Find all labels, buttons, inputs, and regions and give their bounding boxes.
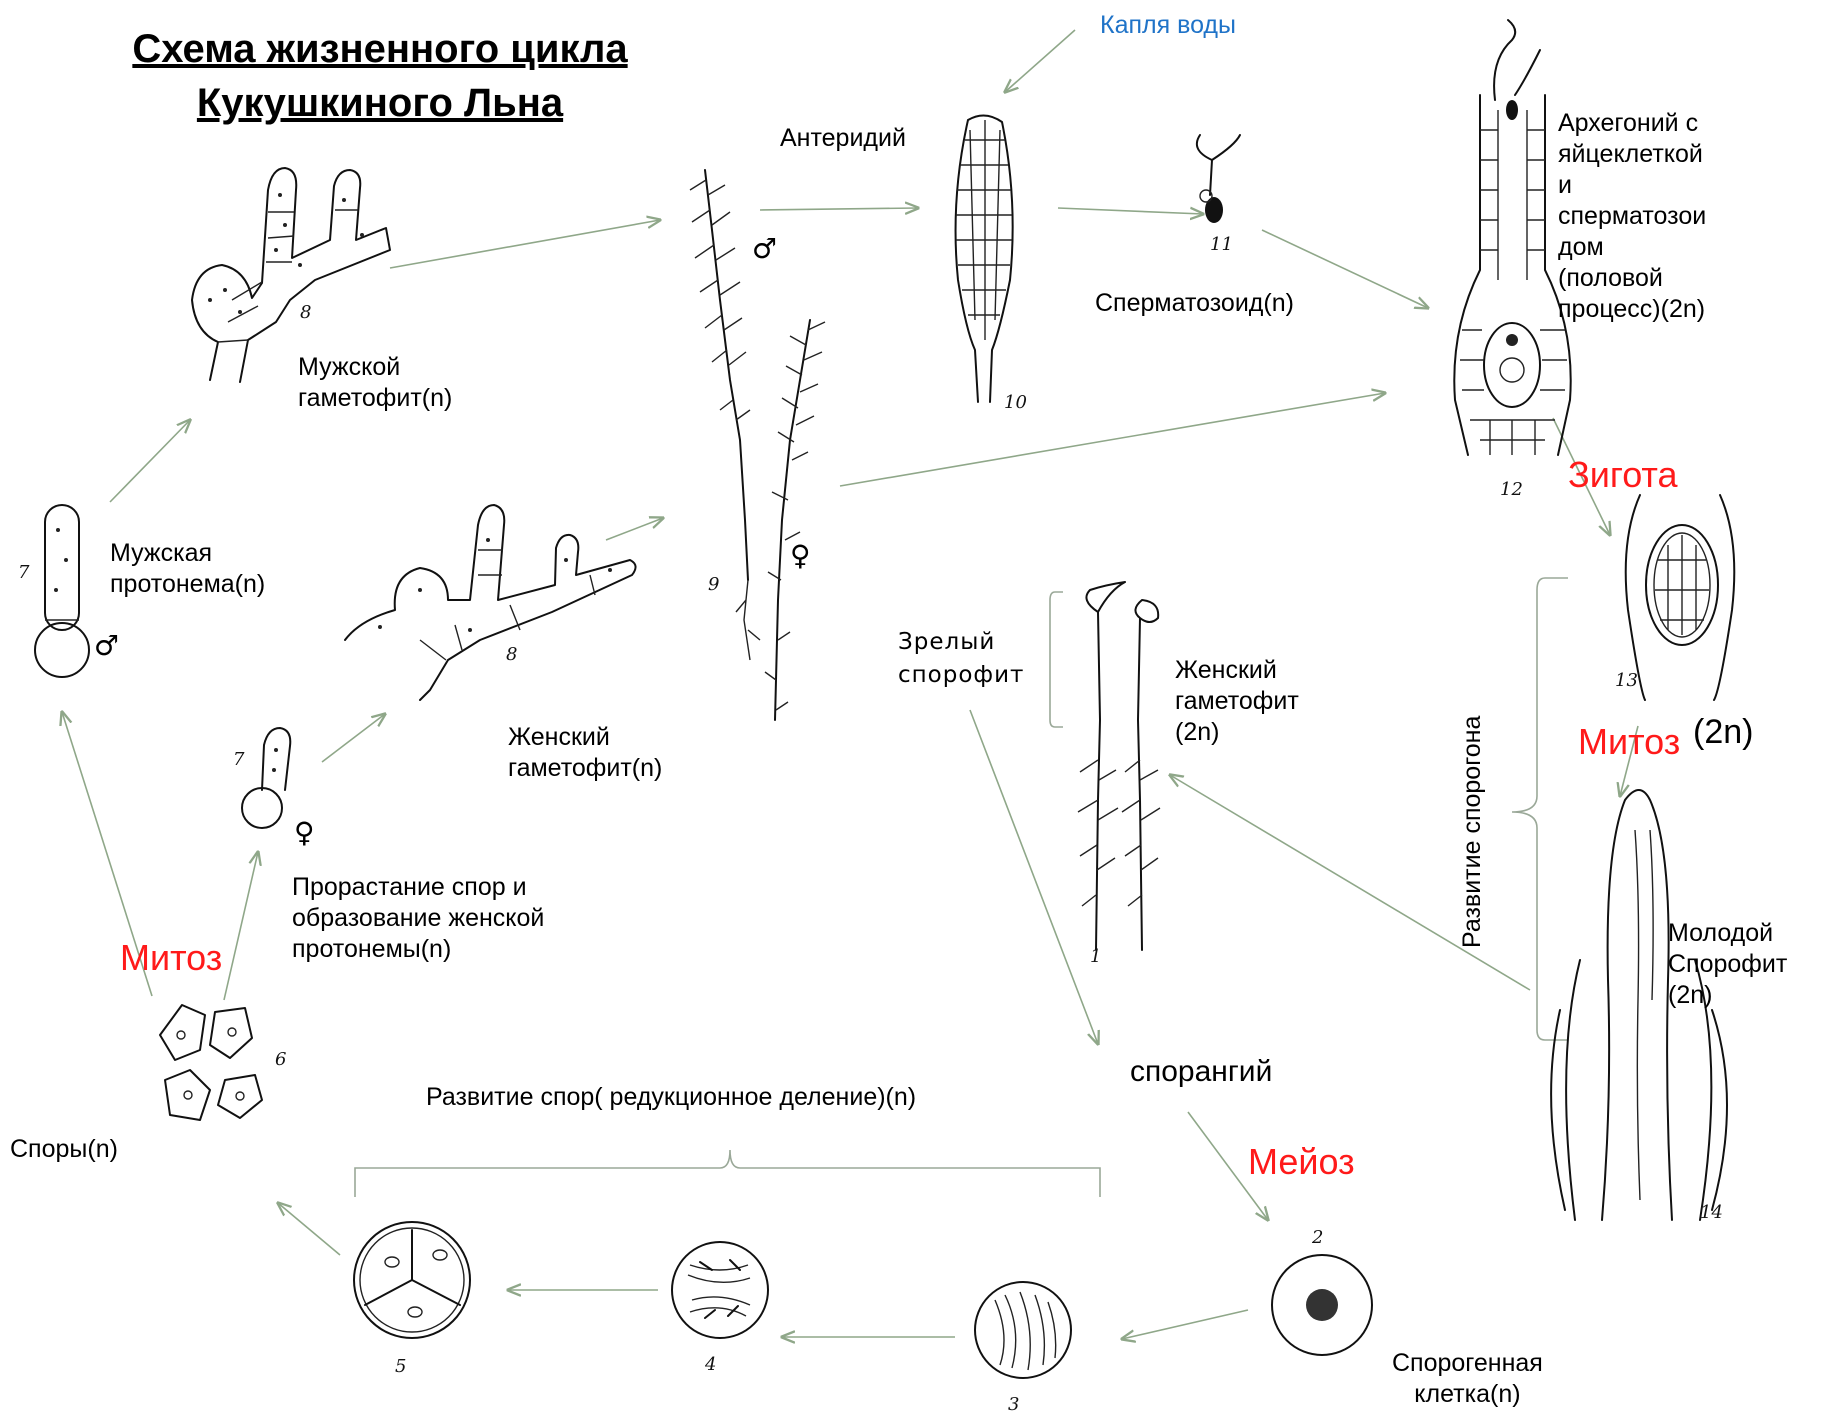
fig-number-8a: 8 <box>300 302 311 323</box>
male-protonema-drawing <box>35 505 89 677</box>
label-mature-sporophyte: Зрелый спорофит <box>898 626 1024 692</box>
label-female-gametophyte-2n: Женский гаметофит (2n) <box>1175 655 1299 748</box>
label-sporogon-development: Развитие спорогона <box>1458 716 1487 948</box>
label-sporangium: спорангий <box>1130 1054 1272 1090</box>
fig-number-6: 6 <box>275 1049 286 1070</box>
label-female-gametophyte: Женский гаметофит(n) <box>508 722 662 784</box>
fig-number-1: 1 <box>1090 946 1101 967</box>
arrow-female-to-archegonium <box>840 393 1385 486</box>
arrow-antheridium-to-spermatozoid <box>1058 208 1203 214</box>
division-stage4-drawing <box>672 1242 768 1338</box>
label-water-drop: Капля воды <box>1100 10 1236 41</box>
male-gametophyte-drawing <box>192 168 390 382</box>
female-gametophyte-drawing <box>345 505 636 700</box>
label-spermatozoid: Сперматозоид(n) <box>1095 288 1294 319</box>
arrow-male-gametophyte-to-plant <box>390 220 660 268</box>
label-meiosis: Мейоз <box>1248 1142 1355 1182</box>
male-symbol-protonema: ♂ <box>94 629 119 662</box>
label-mitosis-right: Митоз <box>1578 722 1680 762</box>
arrow-female-gametophyte-to-plant <box>606 518 663 540</box>
fig-number-13: 13 <box>1615 670 1638 691</box>
label-young-sporophyte: Молодой Спорофит (2n) <box>1668 918 1787 1011</box>
label-zygote: Зигота <box>1568 455 1678 495</box>
label-male-protonema: Мужская протонема(n) <box>110 538 265 600</box>
fig-number-7b: 7 <box>233 749 245 770</box>
sporogon-development-brace <box>1512 578 1568 1040</box>
diagram-title: Схема жизненного цикла Кукушкиного Льна <box>60 22 700 130</box>
arrow-water-to-antheridium <box>1005 30 1075 92</box>
label-spore-development: Развитие спор( редукционное деление)(n) <box>426 1082 916 1113</box>
spores-drawing <box>160 1005 262 1120</box>
fig-number-2: 2 <box>1311 1227 1323 1248</box>
tetrad-drawing <box>354 1222 470 1338</box>
label-mitosis-left: Митоз <box>120 938 222 978</box>
fig-number-7a: 7 <box>18 562 30 583</box>
sporogenic-cell-drawing <box>1272 1255 1372 1355</box>
label-archegonium: Архегоний с яйцеклеткой и сперматозои до… <box>1558 108 1706 325</box>
female-symbol-protonema: ♀ <box>294 816 315 849</box>
label-sporogenic-cell: Спорогенная клетка(n) <box>1392 1348 1543 1410</box>
fig-number-9: 9 <box>708 574 719 595</box>
fig-number-4: 4 <box>704 1354 716 1375</box>
fig-number-8b: 8 <box>506 644 517 665</box>
female-symbol-plant: ♀ <box>790 539 811 572</box>
label-spore-germination: Прорастание спор и образование женской п… <box>292 872 544 965</box>
fig-number-10: 10 <box>1004 392 1027 413</box>
cycle-arrows <box>62 30 1638 1339</box>
arrow-cell-to-stage3 <box>1122 1310 1248 1339</box>
label-antheridium: Антеридий <box>780 123 906 154</box>
fig-number-11: 11 <box>1210 234 1233 255</box>
label-spores: Споры(n) <box>10 1134 118 1165</box>
label-male-gametophyte: Мужской гаметофит(n) <box>298 352 452 414</box>
spore-development-brace <box>355 1150 1100 1197</box>
spermatozoid-drawing <box>1197 135 1240 223</box>
arrow-protonema-to-female-gametophyte <box>322 714 385 762</box>
archegonium-drawing <box>1454 20 1570 455</box>
arrow-spores-to-female-protonema <box>224 852 258 1000</box>
division-stage3-drawing <box>975 1282 1071 1378</box>
arrow-stage5-to-spores <box>278 1203 340 1255</box>
label-mitosis-right-ploidy: (2n) <box>1693 712 1753 752</box>
fig-number-14: 14 <box>1700 1202 1723 1223</box>
mature-sporophyte-drawing <box>1078 582 1160 950</box>
male-symbol-plant: ♂ <box>752 232 777 265</box>
arrow-protonema-to-male-gametophyte <box>110 420 190 502</box>
antheridium-drawing <box>956 115 1013 402</box>
fig-number-5: 5 <box>395 1356 406 1377</box>
arrow-gametophyte-to-antheridium <box>760 208 918 210</box>
arrow-mature-to-sporangium <box>970 710 1098 1044</box>
zygote-drawing <box>1626 495 1735 700</box>
fig-number-12: 12 <box>1500 479 1523 500</box>
female-protonema-drawing <box>242 728 290 828</box>
fig-number-3: 3 <box>1008 1394 1019 1415</box>
mature-sporophyte-brace <box>1050 592 1063 727</box>
